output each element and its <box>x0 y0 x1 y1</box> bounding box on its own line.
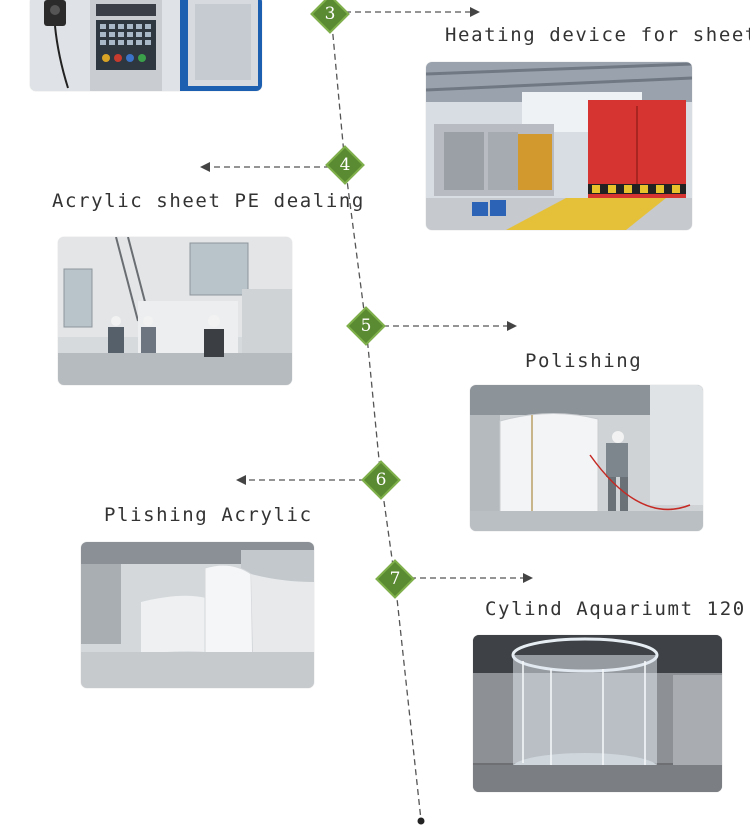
timeline-end-dot <box>417 817 425 825</box>
caption-pe-dealing: Acrylic sheet PE dealing <box>52 190 365 212</box>
step-number-4: 4 <box>339 155 351 175</box>
cnc-machine-photo <box>30 0 262 91</box>
step-number-3: 3 <box>324 4 336 24</box>
arrow-left-4 <box>200 162 210 172</box>
step-number-5: 5 <box>360 316 372 336</box>
caption-plishing-acrylic: Plishing Acrylic <box>104 504 313 526</box>
cylinder-aquarium-photo <box>473 635 722 792</box>
caption-polishing: Polishing <box>525 350 643 372</box>
heating-oven-photo <box>426 62 692 230</box>
arrow-right-5 <box>507 321 517 331</box>
worker-polishing-cylinder-photo <box>470 385 703 531</box>
arrow-left-6 <box>236 475 246 485</box>
step-number-6: 6 <box>375 470 387 490</box>
arrow-right-3 <box>470 7 480 17</box>
curved-acrylic-panels-photo <box>81 542 314 688</box>
workers-pe-film-photo <box>58 237 292 385</box>
step-number-7: 7 <box>389 569 401 589</box>
caption-heating-device: Heating device for sheet <box>445 24 750 46</box>
arrow-right-7 <box>523 573 533 583</box>
caption-cylinder-aquarium: Cylind Aquariumt 120 <box>485 598 746 620</box>
